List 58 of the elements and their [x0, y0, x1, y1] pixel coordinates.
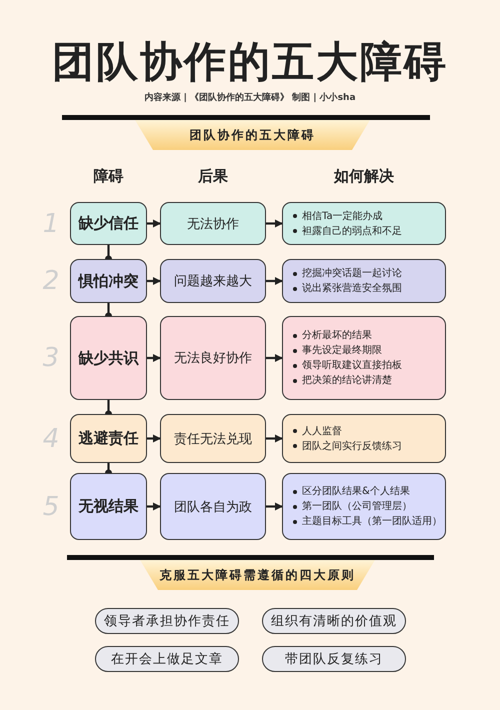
column-header: 障碍	[92, 166, 124, 186]
solution-box	[282, 202, 446, 245]
bullet-item: 袒露自己的弱点和不足	[302, 224, 402, 238]
obstacle-text: 惧怕冲突	[78, 272, 138, 290]
consequence-box	[160, 259, 266, 303]
consequence-box	[160, 414, 266, 463]
arrow	[147, 220, 161, 228]
bullet-item: 说出紧张营造安全氛围	[302, 282, 402, 296]
consequence-box	[160, 473, 266, 540]
column-header: 如何解决	[332, 166, 395, 186]
arrow	[266, 277, 283, 285]
bullet-item: 领导听取建议直接拍板	[302, 358, 402, 373]
banner-title: 团队协作的五大障碍	[190, 126, 316, 144]
title: 团队协作的五大障碍	[51, 36, 449, 88]
bullet-item: 挖掘冲突话题一起讨论	[302, 266, 402, 281]
solution-box	[282, 259, 446, 303]
solution-box	[282, 316, 446, 400]
consequence-text: 团队各自为政	[174, 498, 252, 516]
banner-title: 克服五大障碍需遵循的四大原则	[160, 566, 356, 584]
obstacle-text: 缺少信任	[78, 214, 138, 233]
consequence-text: 问题越来越大	[174, 273, 252, 290]
arrow	[266, 220, 283, 228]
bullet-item: 第一团队（公司管理层）	[302, 500, 412, 514]
bullet-item: 相信Ta一定能办成	[302, 210, 383, 224]
rounded-box	[262, 646, 406, 672]
obstacle-text: 无视结果	[78, 497, 138, 516]
bullet-item: 人人监督	[302, 424, 342, 438]
obstacle-text: 缺少共识	[78, 348, 138, 368]
bullet-item: 区分团队结果&个人结果	[302, 484, 410, 499]
source-note: 内容来源 | 《团队协作的五大障碍》 制图 | 小小sha	[143, 92, 357, 104]
bullet-item: 把决策的结论讲清楚	[302, 374, 392, 388]
bullet-item: 主题目标工具（第一团队适用）	[302, 514, 442, 529]
rounded-box	[262, 608, 406, 634]
principle-text: 组织有清晰的价值观	[271, 613, 397, 630]
consequence-text: 无法良好协作	[174, 350, 252, 367]
rounded-box	[95, 646, 239, 672]
solution-box	[282, 414, 446, 463]
arrow	[266, 354, 283, 362]
arrow	[147, 434, 161, 442]
bullet-item: 事先设定最终期限	[302, 344, 382, 358]
column-header: 后果	[196, 166, 229, 186]
solution-box	[282, 473, 446, 540]
bullet-item: 分析最坏的结果	[302, 328, 372, 343]
consequence-box	[160, 316, 266, 400]
principle-text: 带团队反复练习	[285, 651, 383, 668]
arrow	[266, 434, 283, 442]
arrow	[147, 354, 161, 362]
consequence-box	[160, 202, 266, 245]
arrow	[147, 502, 161, 510]
principle-text: 在开会上做足文章	[111, 651, 223, 668]
consequence-text: 责任无法兑现	[174, 430, 252, 448]
arrow	[147, 277, 161, 285]
principle-text: 领导者承担协作责任	[104, 613, 230, 630]
consequence-text: 无法协作	[187, 216, 239, 232]
arrow	[266, 502, 283, 510]
obstacle-text: 逃避责任	[78, 429, 138, 448]
rounded-box	[95, 608, 239, 634]
bullet-item: 团队之间实行反馈练习	[302, 440, 402, 454]
